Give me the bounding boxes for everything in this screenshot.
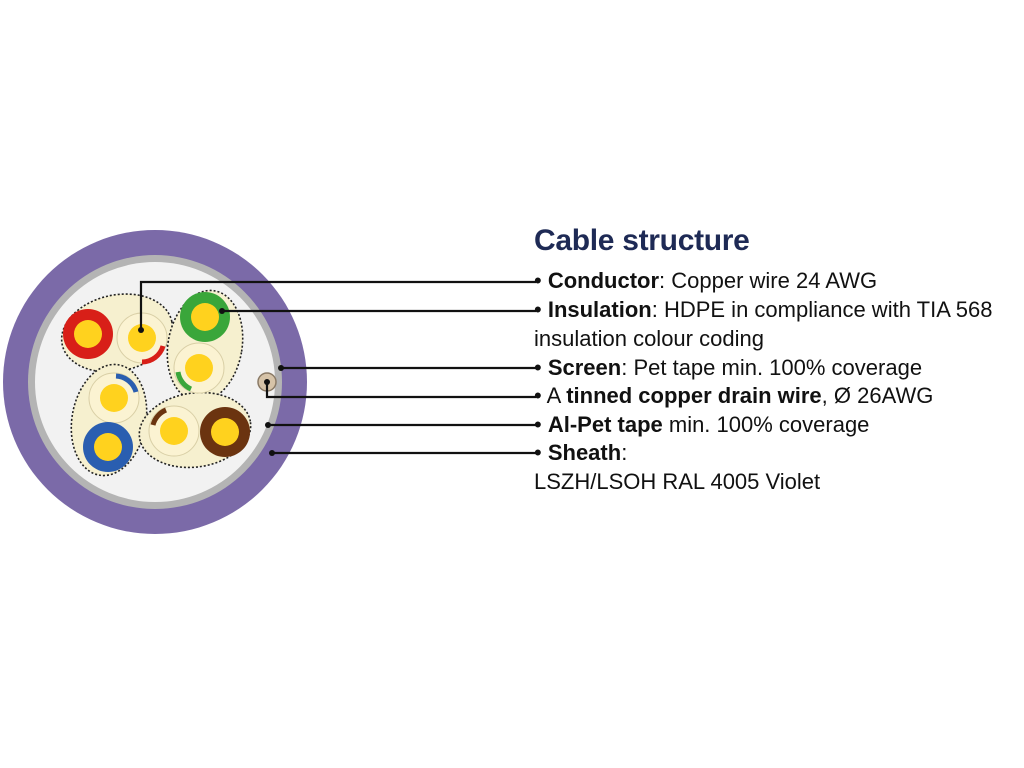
legend-item-insulation-continued: insulation colour coding: [534, 326, 764, 351]
insulation-stripe-green: [175, 371, 193, 392]
legend-text: :: [621, 440, 628, 465]
conductor: [128, 324, 156, 352]
leader-dot: [265, 422, 271, 428]
legend-text: : Pet tape min. 100% coverage: [621, 355, 923, 380]
legend-item-drain-wire: • A tinned copper drain wire, Ø 26AWG: [534, 383, 933, 409]
leader-dot: [264, 379, 270, 385]
insulation-stripe-brown: [150, 407, 168, 426]
legend-text: , Ø 26AWG: [821, 383, 934, 408]
bullet: •: [534, 440, 542, 465]
conductor: [100, 384, 128, 412]
bullet: •: [534, 412, 542, 437]
insulation-stripe-blue: [115, 373, 139, 393]
page-title: Cable structure: [534, 224, 750, 257]
legend-text: : HDPE in compliance with TIA 568: [651, 297, 993, 322]
legend-term: Sheath: [547, 440, 622, 465]
leader-line-drain-wire: [265, 382, 536, 399]
legend-item-conductor: • Conductor: Copper wire 24 AWG: [534, 268, 877, 294]
leader-dot: [219, 308, 225, 314]
leader-dot: [269, 450, 275, 456]
conductor: [211, 418, 239, 446]
leader-dot: [138, 327, 144, 333]
bullet: •: [534, 268, 542, 293]
conductor: [160, 417, 188, 445]
legend-item-al-pet-tape: • Al-Pet tape min. 100% coverage: [534, 412, 869, 438]
leader-dot: [278, 365, 284, 371]
legend-item-screen: • Screen: Pet tape min. 100% coverage: [534, 355, 922, 381]
insulation-stripe-orange: [141, 345, 166, 365]
legend-text: min. 100% coverage: [662, 412, 870, 437]
legend-term: tinned copper drain wire: [566, 383, 822, 408]
legend-term: Insulation: [547, 297, 652, 322]
legend-term: Conductor: [547, 268, 660, 293]
legend-item-insulation: • Insulation: HDPE in compliance with TI…: [534, 297, 992, 323]
conductor: [191, 303, 219, 331]
cable-core: [35, 262, 275, 502]
conductor: [74, 320, 102, 348]
legend-item-sheath: • Sheath:: [534, 440, 627, 466]
legend-text-prefix: A: [546, 383, 567, 408]
conductor: [94, 433, 122, 461]
leader-line-conductor: [139, 280, 536, 330]
bullet: •: [534, 383, 542, 408]
legend-term: Al-Pet tape: [547, 412, 663, 437]
legend-item-sheath-continued: LSZH/LSOH RAL 4005 Violet: [534, 469, 821, 494]
legend-text: : Copper wire 24 AWG: [659, 268, 878, 293]
bullet: •: [534, 355, 542, 380]
conductor: [185, 354, 213, 382]
bullet: •: [534, 297, 542, 322]
legend-term: Screen: [547, 355, 622, 380]
